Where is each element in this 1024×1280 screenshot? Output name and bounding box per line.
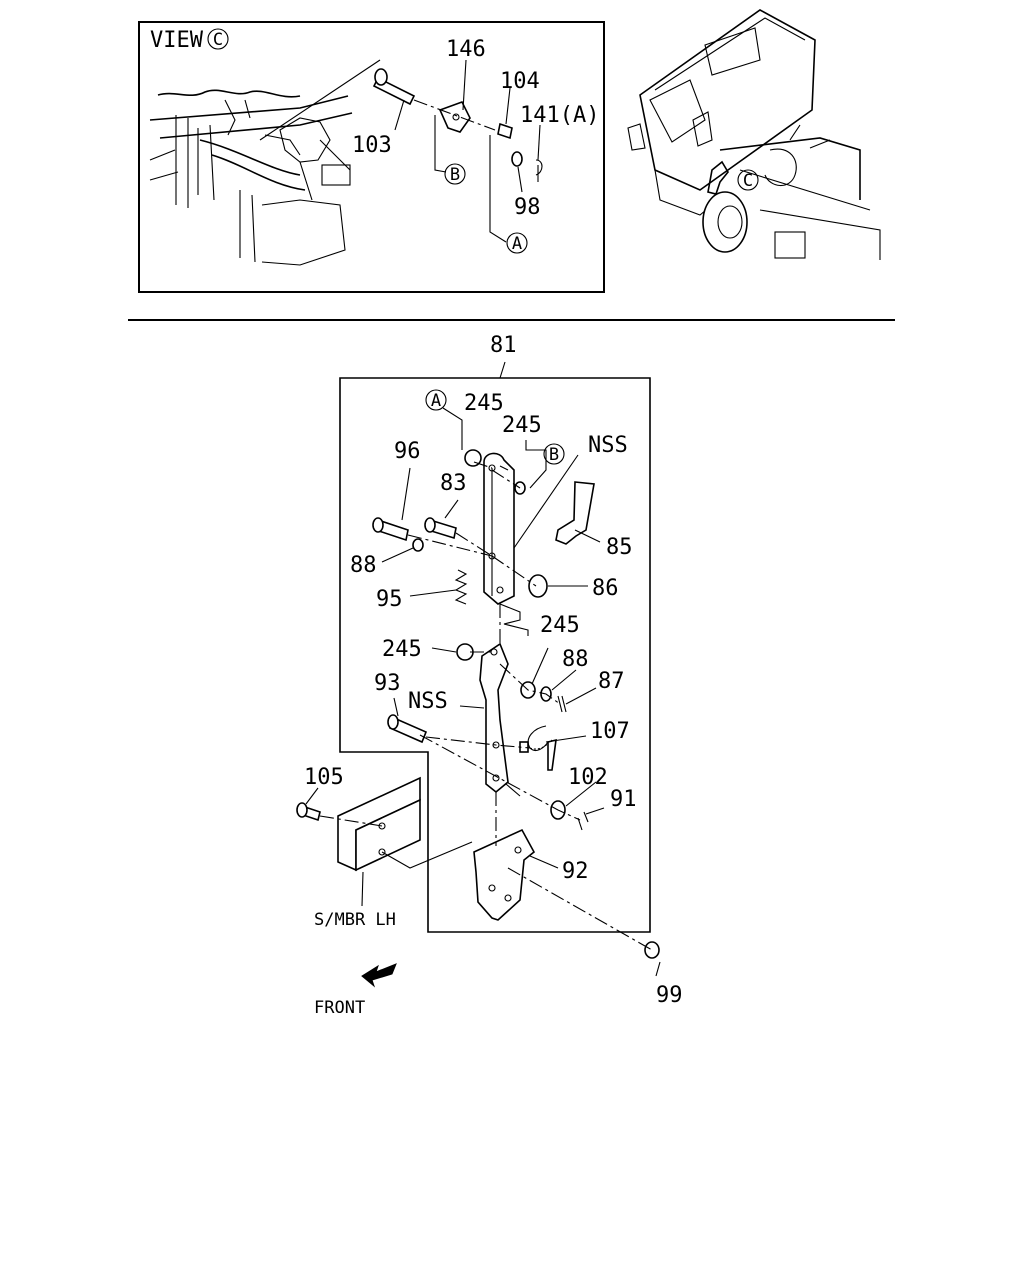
callout-83: 83 [440,471,467,496]
nss-label-upper: NSS [588,433,628,458]
truck-view: C [627,9,881,260]
washer-98-inset [511,151,523,167]
pin-87 [557,695,567,713]
svg-text:A: A [431,391,441,411]
nut-245-upper-a [464,449,482,467]
cotter-91 [577,811,589,831]
cab-frame-sketch [149,89,353,266]
washer-88-upper [412,538,424,552]
member-label: S/MBR LH [314,910,396,930]
view-label: VIEW [150,28,204,53]
bracket-146-inset [438,101,471,133]
pin-103-inset [372,68,416,106]
callout-245-b: 245 [502,413,542,438]
bolt-96 [372,517,409,542]
svg-text:A: A [512,234,522,254]
callout-99: 99 [656,983,683,1008]
bracket-92 [473,828,536,921]
callout-96: 96 [394,439,421,464]
bolt-104-inset [497,122,513,140]
callout-92: 92 [562,859,589,884]
view-c-inset: VIEW C [138,21,605,293]
callout-102: 102 [568,765,608,790]
bolt-105 [296,802,321,822]
side-member-lh [337,776,421,872]
ref-marker-b-main: B [543,443,565,465]
callout-93: 93 [374,671,401,696]
ring-86 [528,574,548,598]
callout-245-c: 245 [382,637,422,662]
svg-text:B: B [450,165,460,185]
callout-87: 87 [598,669,625,694]
lower-lever [479,642,509,794]
svg-text:B: B [549,445,559,465]
nut-99 [644,941,660,959]
callout-88-upper: 88 [350,553,377,578]
front-label: FRONT [314,998,365,1018]
ref-marker-b-inset: B [444,163,466,185]
callout-105: 105 [304,765,344,790]
truck-view-ref-circle: C [737,169,759,191]
callout-81: 81 [490,333,517,358]
nss-label-lower: NSS [408,689,448,714]
upper-lever [483,452,515,605]
callout-104: 104 [500,69,540,94]
view-ref-circle: C [207,28,229,50]
ref-marker-a-inset: A [506,232,528,254]
clip-141-inset [535,159,543,182]
callout-98: 98 [514,195,541,220]
callout-91: 91 [610,787,637,812]
spring-95 [454,569,468,605]
main-assembly: 81 [296,333,683,1018]
front-arrow-icon [361,963,397,988]
callout-245-a: 245 [464,391,504,416]
svg-text:C: C [213,30,223,50]
assembly-81-outline [339,377,651,933]
callout-86: 86 [592,576,619,601]
bracket-85 [555,481,595,545]
bolt-83 [424,517,457,540]
callout-146: 146 [446,37,486,62]
pin-93 [387,714,428,744]
inset-frame [138,21,605,293]
callout-95: 95 [376,587,403,612]
callout-107: 107 [590,719,630,744]
callout-88-lower: 88 [562,647,589,672]
callout-103: 103 [352,133,392,158]
ref-marker-a-main: A [425,389,447,411]
callout-245-d: 245 [540,613,580,638]
callout-85: 85 [606,535,633,560]
svg-text:C: C [743,171,753,191]
callout-141a: 141(A) [520,103,599,128]
